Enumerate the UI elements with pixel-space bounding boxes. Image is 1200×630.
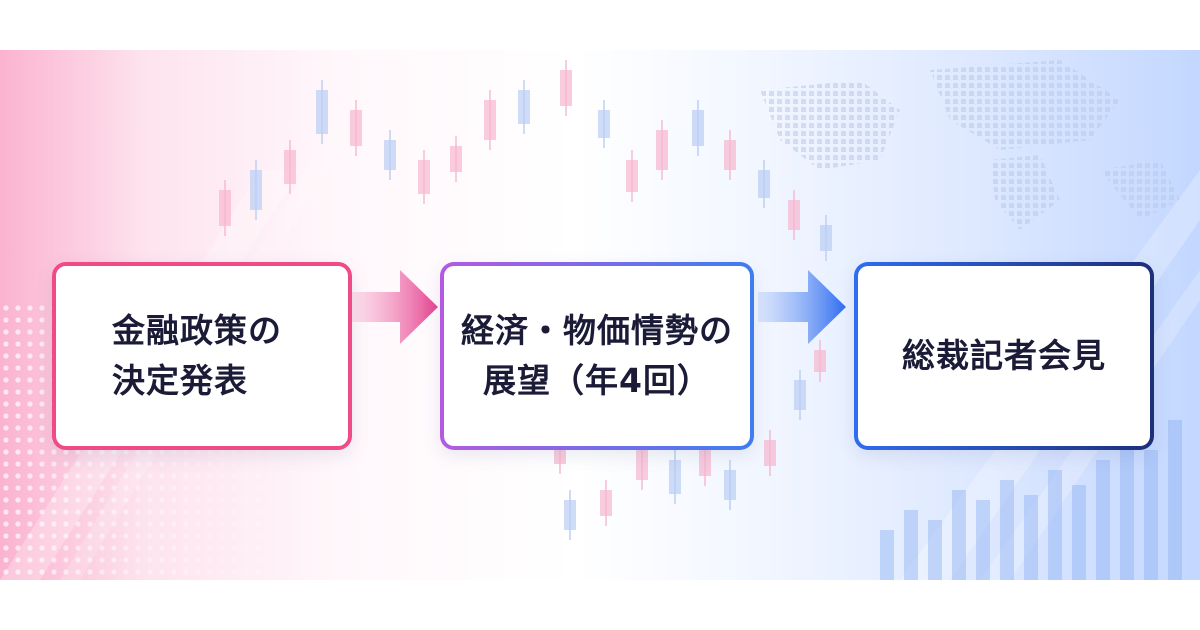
decor-bar — [952, 490, 966, 580]
decor-candle-body — [724, 140, 736, 170]
step-box-press-conference: 総裁記者会見 — [854, 262, 1154, 450]
decor-candle-body — [656, 130, 668, 170]
decor-candle-body — [484, 100, 496, 140]
decor-candle-body — [764, 440, 776, 466]
arrow-right-icon — [758, 270, 846, 344]
decor-candle-body — [600, 490, 612, 516]
decor-candle-body — [820, 225, 832, 251]
decor-bar — [904, 510, 918, 580]
decor-bar — [1024, 495, 1038, 580]
decor-candle-body — [814, 350, 826, 372]
decor-bar — [928, 520, 942, 580]
decor-candle-body — [418, 160, 430, 194]
decor-bar — [1168, 420, 1182, 580]
decor-bar — [1096, 460, 1110, 580]
arrow-right-icon — [352, 270, 438, 344]
decor-candle-body — [788, 200, 800, 230]
decor-candle-body — [692, 110, 704, 146]
decor-candle-body — [724, 470, 736, 500]
decor-bar — [1120, 440, 1134, 580]
decor-candle-body — [284, 150, 296, 184]
decor-candle-body — [699, 450, 711, 476]
decor-candle-body — [518, 90, 530, 124]
decor-bar — [1000, 480, 1014, 580]
decor-candle-body — [794, 380, 806, 410]
step-2-line-2: 展望（年4回） — [483, 361, 711, 400]
step-box-policy-announcement: 金融政策の 決定発表 — [52, 262, 352, 450]
decor-candle-body — [758, 170, 770, 198]
step-3-line-1: 総裁記者会見 — [902, 336, 1106, 375]
decor-bar — [1072, 485, 1086, 580]
decor-candle-body — [384, 140, 396, 170]
decor-candle-body — [316, 90, 328, 134]
background-banner: 金融政策の 決定発表 経済・物価情勢の 展望（年4回） 総裁記者会見 — [0, 50, 1200, 580]
decor-candle-body — [219, 190, 231, 226]
decor-bar — [880, 530, 894, 580]
decor-candle-body — [564, 500, 576, 530]
decor-candle-body — [598, 110, 610, 138]
step-1-line-2: 決定発表 — [112, 361, 248, 400]
decor-bar — [1048, 470, 1062, 580]
decor-bar — [1144, 450, 1158, 580]
step-box-economic-outlook: 経済・物価情勢の 展望（年4回） — [440, 262, 754, 450]
decor-bar — [976, 500, 990, 580]
step-1-line-1: 金融政策の — [112, 311, 282, 350]
decor-candle-body — [350, 110, 362, 146]
decor-candle-body — [669, 460, 681, 494]
decor-candle-body — [560, 70, 572, 106]
decor-candle-body — [450, 146, 462, 172]
decor-candle-body — [554, 440, 566, 464]
decor-candle-body — [250, 170, 262, 210]
decor-candle-body — [636, 450, 648, 480]
step-2-line-1: 経済・物価情勢の — [461, 311, 733, 350]
decor-candle-body — [626, 160, 638, 192]
